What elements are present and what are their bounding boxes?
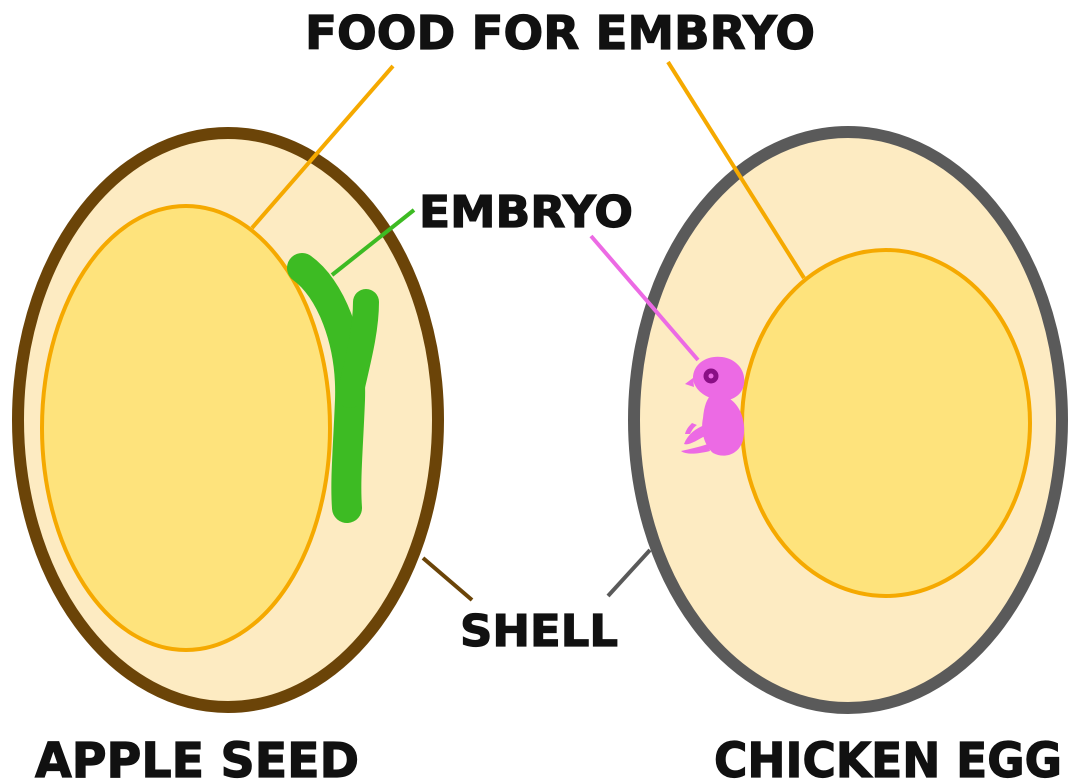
food-for-embryo-label: FOOD FOR EMBRYO [305, 6, 815, 60]
embryo-label: EMBRYO [419, 187, 633, 238]
apple-seed [18, 133, 438, 707]
apple-seed-label: APPLE SEED [35, 733, 359, 784]
chicken-egg [634, 132, 1062, 708]
apple-seed-food [42, 206, 330, 650]
shell-label: SHELL [460, 606, 618, 657]
chicken-egg-yolk [742, 250, 1030, 596]
shell-leader-egg [608, 550, 650, 596]
shell-leader-seed [423, 558, 472, 600]
chicken-egg-label: CHICKEN EGG [714, 733, 1062, 784]
